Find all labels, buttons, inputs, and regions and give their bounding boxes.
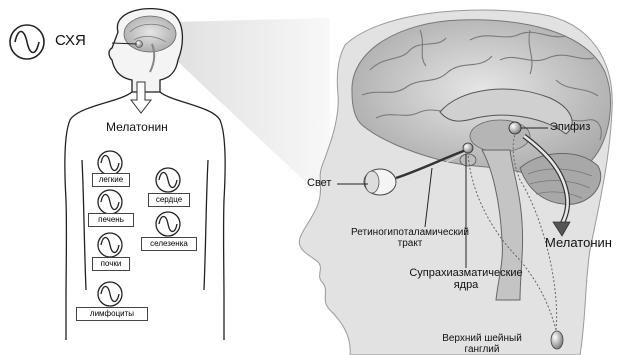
sine-oscillator-icon xyxy=(10,25,44,59)
lymphocytes-label: лимфоциты xyxy=(76,307,148,321)
kidneys-label: почки xyxy=(92,257,130,271)
epiphysis-label: Эпифиз xyxy=(550,122,590,134)
scn-line2: ядра xyxy=(400,280,532,292)
retino-tract-line1: Ретиногипоталамический xyxy=(340,228,480,239)
spleen-oscillator-icon xyxy=(156,212,180,236)
pineal-gland-icon xyxy=(509,122,521,134)
ganglion-line2: ганглий xyxy=(420,345,544,355)
sch-label: СХЯ xyxy=(55,33,86,49)
melatonin-brain-label: Мелатонин xyxy=(545,236,612,250)
retino-tract-line2: тракт xyxy=(340,239,480,250)
liver-oscillator-icon xyxy=(98,190,122,214)
lymphocytes-oscillator-icon xyxy=(98,282,122,306)
scn-label: Супрахиазматические ядра xyxy=(400,268,532,291)
liver-label: печень xyxy=(88,213,134,227)
lungs-oscillator-icon xyxy=(98,151,122,175)
ganglion-line1: Верхний шейный xyxy=(420,334,544,345)
ganglion-label: Верхний шейный ганглий xyxy=(420,334,544,355)
heart-oscillator-icon xyxy=(156,168,180,192)
light-label: Свет xyxy=(307,178,331,190)
heart-label: сердце xyxy=(148,193,190,207)
spleen-label: селезенка xyxy=(141,237,197,251)
retino-tract-label: Ретиногипоталамический тракт xyxy=(340,228,480,249)
lungs-label: легкие xyxy=(92,173,130,187)
scn-icon xyxy=(463,143,473,153)
ganglion-icon xyxy=(551,331,563,349)
melatonin-body-label: Мелатонин xyxy=(106,121,168,134)
scn-line1: Супрахиазматические xyxy=(400,268,532,280)
kidneys-oscillator-icon xyxy=(98,233,122,257)
